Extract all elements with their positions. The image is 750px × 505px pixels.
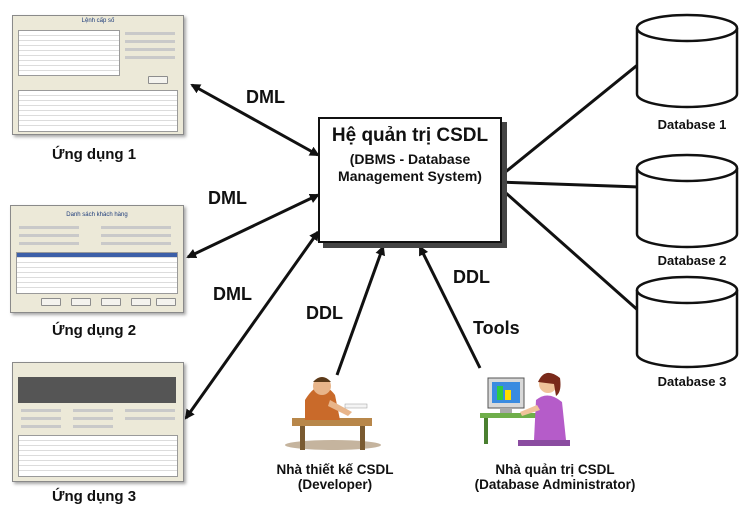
app-1-window-title: Lệnh cấp số: [81, 18, 115, 24]
ddl-label-developer: DDL: [306, 303, 343, 323]
app-1-label: Ứng dụng 1: [52, 146, 137, 163]
developer-name: Nhà thiết kế CSDL: [276, 462, 394, 477]
ddl-arrow-developer: [335, 245, 385, 376]
dbms-subtitle: (DBMS - Database Management System): [338, 151, 482, 184]
dbms-title: Hệ quản trị CSDL: [331, 125, 489, 146]
dml-label-1: DML: [246, 87, 285, 107]
administrator-role: (Database Administrator): [474, 477, 636, 492]
database-3-cylinder: [635, 275, 739, 369]
app-3-screenshot: [12, 362, 184, 482]
database-2-cylinder: [635, 153, 739, 249]
dbms-box: Hệ quản trị CSDL (DBMS - Database Manage…: [318, 117, 502, 243]
dml-arrow-app3: [184, 230, 320, 420]
ddl-arrow-admin: [418, 245, 482, 369]
dml-arrow-app1: [190, 83, 320, 157]
developer-label: Nhà thiết kế CSDL (Developer): [260, 462, 410, 492]
ddl-label-admin: DDL: [453, 267, 490, 287]
developer-figure: [285, 377, 381, 450]
app-2-window-title: Danh sách khách hàng: [66, 212, 128, 218]
administrator-name: Nhà quản trị CSDL: [495, 462, 615, 477]
administrator-label: Nhà quản trị CSDL (Database Administrato…: [440, 462, 670, 492]
database-1-label: Database 1: [657, 117, 727, 132]
dml-label-3: DML: [213, 284, 252, 304]
app-1-screenshot: Lệnh cấp số: [12, 15, 184, 135]
link-db3: [497, 184, 641, 314]
tools-label: Tools: [473, 318, 520, 338]
database-1-cylinder: [635, 13, 739, 109]
app-3-window-title: [13, 363, 183, 374]
app-2-label: Ứng dụng 2: [52, 322, 137, 339]
link-db2: [497, 180, 641, 189]
database-3-label: Database 3: [657, 374, 727, 389]
administrator-figure: [480, 372, 570, 446]
developer-role: (Developer): [297, 477, 373, 492]
app-2-screenshot: Danh sách khách hàng: [10, 205, 184, 313]
dml-label-2: DML: [208, 188, 247, 208]
database-2-label: Database 2: [657, 253, 727, 268]
app-3-label: Ứng dụng 3: [52, 488, 137, 505]
link-db1: [497, 61, 641, 180]
